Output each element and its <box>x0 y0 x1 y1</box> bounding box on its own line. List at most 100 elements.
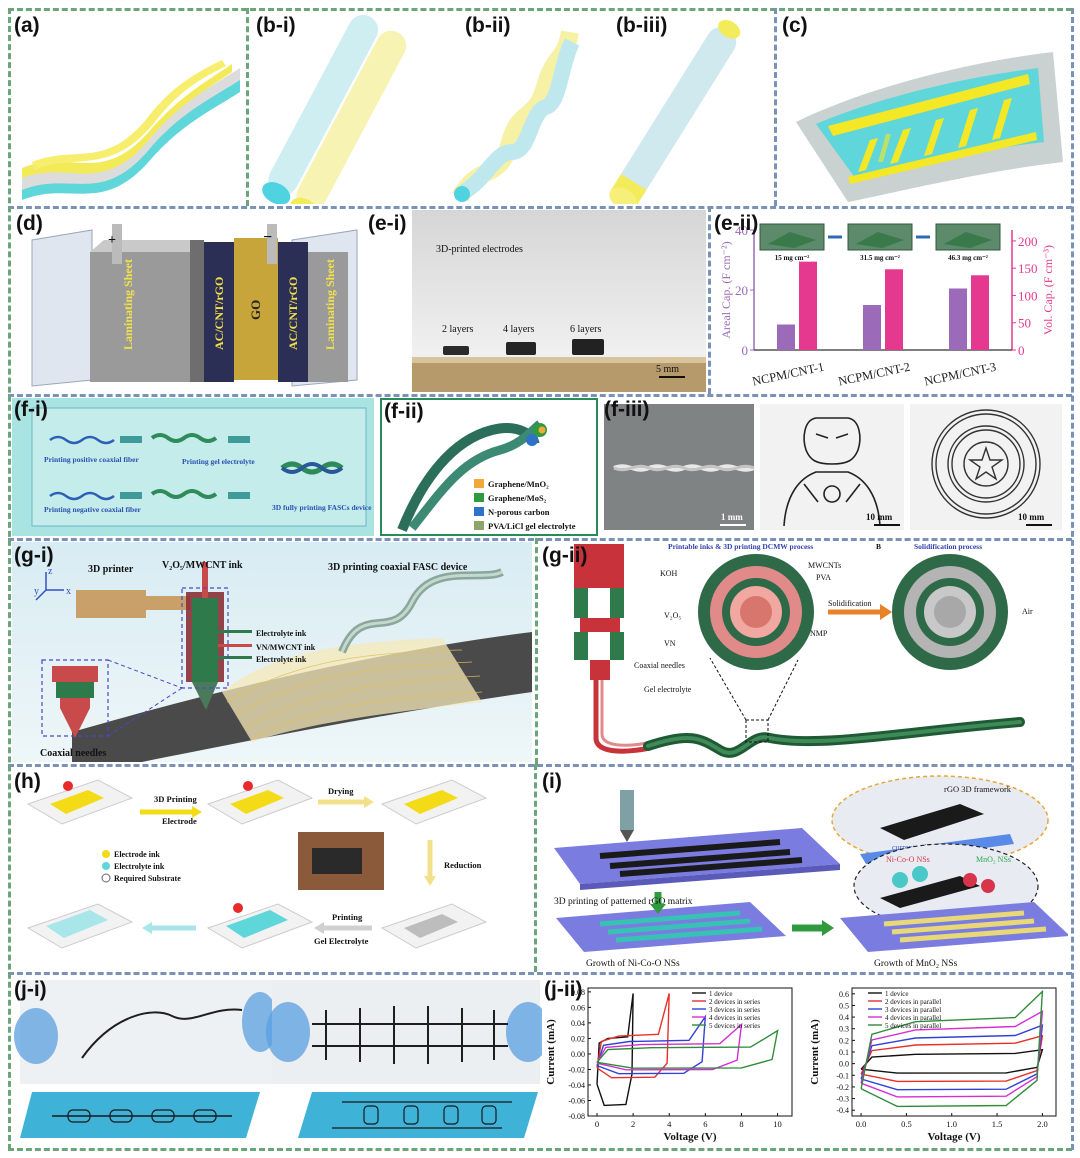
x-tick-label: NCPM/CNT-3 <box>923 360 997 389</box>
y-tick-label: 0.5 <box>839 1001 849 1010</box>
legend-label: N-porous carbon <box>488 507 550 517</box>
frame-line <box>535 538 538 764</box>
x-tick-label: 10 <box>773 1119 782 1129</box>
arrow-label: Solidification <box>828 599 872 608</box>
panel-g-i: z y x 3D printer V₂O₅/MWCNT ink 3D print… <box>12 542 532 762</box>
panel-label: (d) <box>16 212 43 235</box>
scale-bar-label: 5 mm <box>656 364 679 375</box>
x-axis-label: Voltage (V) <box>663 1131 716 1143</box>
axis-label: x <box>66 586 71 597</box>
panel-label: (j-i) <box>14 978 47 1001</box>
panel-label: (a) <box>14 14 40 37</box>
legend-swatch <box>474 507 484 516</box>
material-label: Gel electrolyte <box>644 685 692 694</box>
step-label: Electrode <box>162 816 197 826</box>
frame-line <box>8 8 1072 11</box>
panel-f-i: (f-i) Printing positive coaxial fiber Pr… <box>12 398 374 536</box>
frame-line <box>8 1148 1072 1151</box>
layered-cell-illustration: + − Laminating Sheet AC/CNT/rGO GO AC/CN… <box>31 224 358 387</box>
plot-area <box>587 987 793 1117</box>
inset-electrode <box>856 232 904 248</box>
axis-label: y <box>34 586 39 597</box>
legend-label: 2 devices in parallel <box>885 998 941 1006</box>
bar-volumetric <box>971 275 989 350</box>
material-label: Air <box>1022 607 1033 616</box>
material-label: NMP <box>810 629 828 638</box>
step-label: Reduction <box>444 860 482 870</box>
panel-label: (j-ii) <box>544 978 583 1001</box>
y2-tick-label: 150 <box>1018 261 1038 276</box>
ink-label: Electrolyte ink <box>256 629 307 638</box>
x-tick-label: 6 <box>703 1119 707 1129</box>
process-title: Printable inks & 3D printing DCMW proces… <box>668 542 813 551</box>
flexible-device-photos <box>14 980 542 1138</box>
legend-label: 5 devices in series <box>709 1022 760 1030</box>
step-label: Printing negative coaxial fiber <box>44 505 142 514</box>
bar-volumetric <box>885 269 903 350</box>
y-axis-label: Areal Cap. (F cm⁻²) <box>719 241 733 338</box>
panel-label: (c) <box>782 14 808 37</box>
inset-label: 31.5 mg cm⁻² <box>860 254 900 262</box>
coaxial-printing-flow: Printing positive coaxial fiber Printing… <box>31 407 372 527</box>
frame-line <box>8 206 1072 209</box>
legend-swatch <box>474 493 484 502</box>
y2-tick-label: 100 <box>1018 288 1038 303</box>
bar-areal <box>777 324 795 350</box>
legend-label: 2 devices in series <box>709 998 760 1006</box>
legend-label: 3 devices in parallel <box>885 1006 941 1014</box>
panel-label: (b-ii) <box>465 14 511 37</box>
frame-line <box>8 394 1072 397</box>
material-label: PVA <box>816 573 831 582</box>
coaxial-printer-illustration: z y x 3D printer V₂O₅/MWCNT ink 3D print… <box>12 542 532 762</box>
legend-swatch <box>474 479 484 488</box>
material-label: MWCNTs <box>808 561 841 570</box>
panel-label: (f-i) <box>14 398 48 421</box>
y-tick-label: 0.08 <box>571 988 585 997</box>
legend-label: 1 device <box>885 990 909 998</box>
y-axis-label: Current (mA) <box>545 1019 557 1085</box>
x-tick-label: 2 <box>631 1119 635 1129</box>
step-label: 3D fully printing FASCs device <box>272 503 372 512</box>
panel-label: (f-iii) <box>604 398 650 421</box>
panel-label: (b-i) <box>256 14 296 37</box>
x-tick-label: 2.0 <box>1037 1119 1048 1129</box>
legend-swatch <box>102 862 110 870</box>
cv-curve <box>860 989 1044 1108</box>
legend-label: Electrode ink <box>114 850 160 859</box>
dcmw-process-schematic: Printable inks & 3D printing DCMW proces… <box>574 542 1033 758</box>
bar-areal <box>863 305 881 350</box>
printed-electrodes-photo: 3D-printed electrodes 2 layers 4 layers … <box>412 210 706 392</box>
frame-line <box>1071 8 1074 1150</box>
bar-volumetric <box>799 261 817 350</box>
layer-label: 2 layers <box>442 324 473 335</box>
step-label: 3D Printing <box>154 794 197 804</box>
frame-line <box>8 538 1072 541</box>
legend-label: 4 devices in series <box>709 1014 760 1022</box>
y-tick-label: -0.4 <box>836 1106 849 1115</box>
legend-label: 5 devices in parallel <box>885 1022 941 1030</box>
layer-label: GO <box>248 300 263 320</box>
panel-e-i: (e-i) 3D-printed electrodes 2 layers 4 l… <box>366 210 706 392</box>
y2-tick-label: 50 <box>1018 316 1031 331</box>
material-label: VN <box>664 639 676 648</box>
legend-label: Graphene/MoS₂ <box>488 493 547 503</box>
y-tick-label: -0.3 <box>836 1095 849 1104</box>
legend-swatch <box>102 850 110 858</box>
inset-electrode <box>768 232 816 248</box>
layer-label: AC/CNT/rGO <box>286 277 300 350</box>
ink-label: VN/MWCNT ink <box>256 643 316 652</box>
panel-label: (h) <box>14 770 41 793</box>
twisted-fiber <box>452 30 580 202</box>
legend-label: Graphene/MnO₂ <box>488 479 549 489</box>
layer-label: 4 layers <box>503 324 534 335</box>
panel-h: (h) <box>12 768 530 970</box>
device-label: 3D printing coaxial FASC device <box>328 562 468 573</box>
panel-label: (g-ii) <box>542 544 588 567</box>
y-tick-label: -0.06 <box>568 1096 585 1105</box>
planar-device-illustration <box>22 60 240 200</box>
ironman-line-art <box>783 417 881 527</box>
printed-fiber-photos: 1 mm 10 mm 10 mm <box>604 404 1062 530</box>
legend-label: 4 devices in parallel <box>885 1014 941 1022</box>
